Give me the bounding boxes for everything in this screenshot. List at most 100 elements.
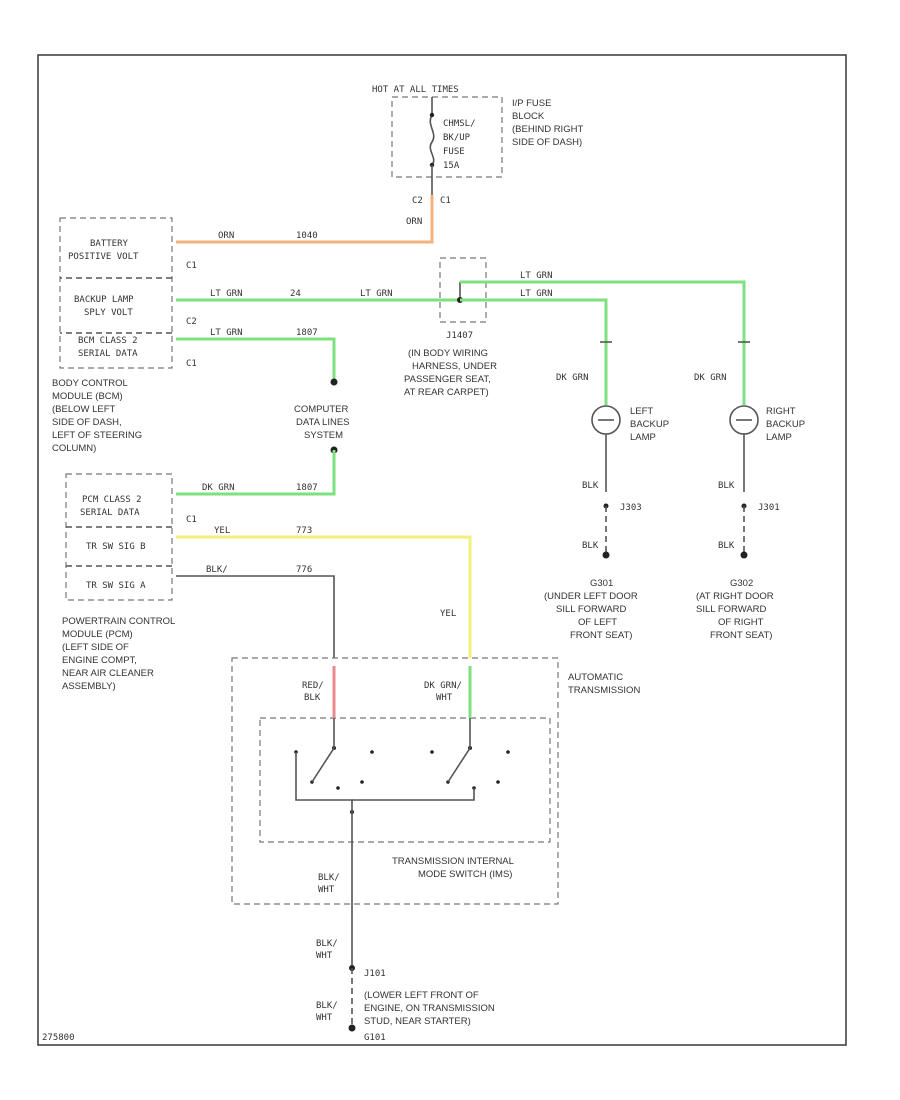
wire-circuit-1040: 1040 — [296, 231, 318, 241]
right-lamp-splice-id: J301 — [758, 503, 780, 513]
bcm-connector-c1-top: C1 — [186, 261, 197, 271]
bcm-connector-c2: C2 — [186, 317, 197, 327]
bcm-pin-label-5: BCM CLASS 2 — [78, 336, 138, 346]
wire-green-bcm-data — [176, 337, 336, 380]
fuse-location-2: BLOCK — [512, 111, 545, 122]
left-lamp-wire-blk-2: BLK — [582, 541, 599, 551]
ground-point — [348, 1024, 356, 1032]
left-ground-4: OF LEFT — [578, 617, 617, 628]
left-ground-2: (UNDER LEFT DOOR — [544, 591, 638, 602]
wire-label-red-blk-2: BLK — [304, 693, 321, 703]
splice-j1407: J1407 (IN BODY WIRING HARNESS, UNDER PAS… — [404, 257, 497, 398]
right-backup-lamp-group: DK GRN RIGHT BACKUP LAMP BLK J301 BLK G3… — [694, 341, 805, 641]
right-ground-3: SILL FORWARD — [696, 604, 767, 615]
pcm-location-6: ASSEMBLY) — [62, 681, 116, 692]
wire-label-blk-wht-ground-4: WHT — [316, 1013, 333, 1023]
computer-data-lines-1: COMPUTER — [294, 404, 349, 415]
left-ground-1: G301 — [590, 578, 613, 589]
bcm-pin-label-4: SPLY VOLT — [84, 308, 133, 318]
ground-location-3: STUD, NEAR STARTER) — [364, 1016, 471, 1027]
fuse-terminal-top — [429, 112, 435, 118]
wire-label-blk-wht-trans-1: BLK/ — [318, 873, 340, 883]
fuse-block-outline — [391, 96, 503, 178]
wire-circuit-24: 24 — [290, 289, 301, 299]
fuse-connector-c1: C1 — [440, 196, 451, 206]
wire-label-blk-wht-trans-2: WHT — [318, 885, 335, 895]
bcm-pin-label-2: POSITIVE VOLT — [68, 252, 139, 262]
wire-orange — [176, 195, 434, 244]
wire-circuit-776: 776 — [296, 565, 312, 575]
fuse-rating: 15A — [443, 161, 460, 171]
splice-j1407-outline — [439, 257, 487, 323]
wire-label-dk-grn-wht-2: WHT — [436, 693, 453, 703]
left-lamp-label-1: LEFT — [630, 406, 653, 417]
pcm-pin-label-1: PCM CLASS 2 — [82, 495, 142, 505]
right-ground-4: OF RIGHT — [718, 617, 764, 628]
wire-label-dk-grn-pcm: DK GRN — [202, 483, 235, 493]
left-lamp-label-3: LAMP — [630, 432, 656, 443]
wire-label-blk-wht-pcm: BLK/ — [206, 565, 228, 575]
splice-j1407-id: J1407 — [446, 331, 473, 341]
left-lamp-wire-blk-1: BLK — [582, 481, 599, 491]
pcm-pin-label-4: TR SW SIG A — [86, 581, 146, 591]
pcm-location-3: (LEFT SIDE OF — [62, 642, 129, 653]
right-lamp-wire-blk-2: BLK — [718, 541, 735, 551]
left-lamp-splice-id: J303 — [620, 503, 642, 513]
bcm-outline — [59, 217, 173, 369]
left-backup-lamp-group: DK GRN LEFT BACKUP LAMP BLK J303 BLK G30… — [544, 341, 669, 641]
wire-green-splice-to-right-lamp — [460, 280, 746, 405]
mode-switch-contacts — [294, 718, 510, 814]
body-control-module: BATTERY POSITIVE VOLT BACKUP LAMP SPLY V… — [52, 217, 197, 454]
bcm-location-1: BODY CONTROL — [52, 378, 128, 389]
wire-circuit-773: 773 — [296, 526, 312, 536]
fuse-block-header: HOT AT ALL TIMES — [372, 85, 459, 95]
bcm-location-3: (BELOW LEFT — [52, 404, 116, 415]
fuse-symbol — [429, 114, 435, 166]
splice-location-1: (IN BODY WIRING — [408, 348, 488, 359]
bcm-location-5: LEFT OF STEERING — [52, 430, 142, 441]
fuse-name-3: FUSE — [443, 147, 465, 157]
transmission-title-2: TRANSMISSION — [568, 685, 640, 696]
bcm-pin-label-3: BACKUP LAMP — [74, 295, 134, 305]
fuse-name-1: CHMSL/ — [443, 119, 476, 129]
bcm-pin-label-1: BATTERY — [90, 239, 129, 249]
ground-location-2: ENGINE, ON TRANSMISSION — [364, 1003, 495, 1014]
powertrain-control-module: PCM CLASS 2 SERIAL DATA TR SW SIG B TR S… — [62, 473, 197, 692]
wire-gray — [176, 575, 335, 658]
right-lamp-label-1: RIGHT — [766, 406, 796, 417]
wire-label-yel-2: YEL — [440, 609, 456, 619]
left-ground-point — [602, 551, 610, 559]
ground-splice-id: J101 — [364, 969, 386, 979]
wire-label-lt-grn-2: LT GRN — [360, 289, 393, 299]
splice-location-2: HARNESS, UNDER — [412, 361, 497, 372]
wire-label-dk-grn-wht-1: DK GRN/ — [424, 681, 462, 691]
right-lamp-label-2: BACKUP — [766, 419, 805, 430]
wire-label-orn-vertical: ORN — [406, 217, 422, 227]
mode-switch-label-1: TRANSMISSION INTERNAL — [392, 856, 514, 867]
bcm-location-2: MODULE (BCM) — [52, 391, 123, 402]
wire-label-lt-grn-5: LT GRN — [210, 328, 243, 338]
pcm-location-5: NEAR AIR CLEANER — [62, 668, 154, 679]
pcm-location-2: MODULE (PCM) — [62, 629, 133, 640]
pcm-connector-c1: C1 — [186, 515, 197, 525]
ground-id: G101 — [364, 1033, 386, 1043]
wire-label-lt-grn-3: LT GRN — [520, 271, 553, 281]
transmission-outline — [231, 657, 559, 905]
splice-location-4: AT REAR CARPET) — [404, 387, 489, 398]
wire-label-blk-wht-ground-1: BLK/ — [316, 939, 338, 949]
mode-switch-outline — [259, 717, 551, 843]
right-lamp-wire-blk-1: BLK — [718, 481, 735, 491]
wire-label-lt-grn-4: LT GRN — [520, 289, 553, 299]
right-ground-1: G302 — [730, 578, 753, 589]
left-lamp-wire-dk-grn: DK GRN — [556, 373, 589, 383]
fuse-location-1: I/P FUSE — [512, 98, 551, 109]
pcm-pin-label-2: SERIAL DATA — [80, 508, 140, 518]
wire-green-pcm-data — [176, 450, 336, 496]
computer-data-lines-2: DATA LINES — [296, 417, 350, 428]
fuse-location-4: SIDE OF DASH) — [512, 137, 582, 148]
wire-green-splice-to-left-lamp — [460, 298, 608, 405]
wire-label-red-blk-1: RED/ — [302, 681, 324, 691]
left-ground-3: SILL FORWARD — [556, 604, 627, 615]
pcm-location-4: ENGINE COMPT, — [62, 655, 137, 666]
